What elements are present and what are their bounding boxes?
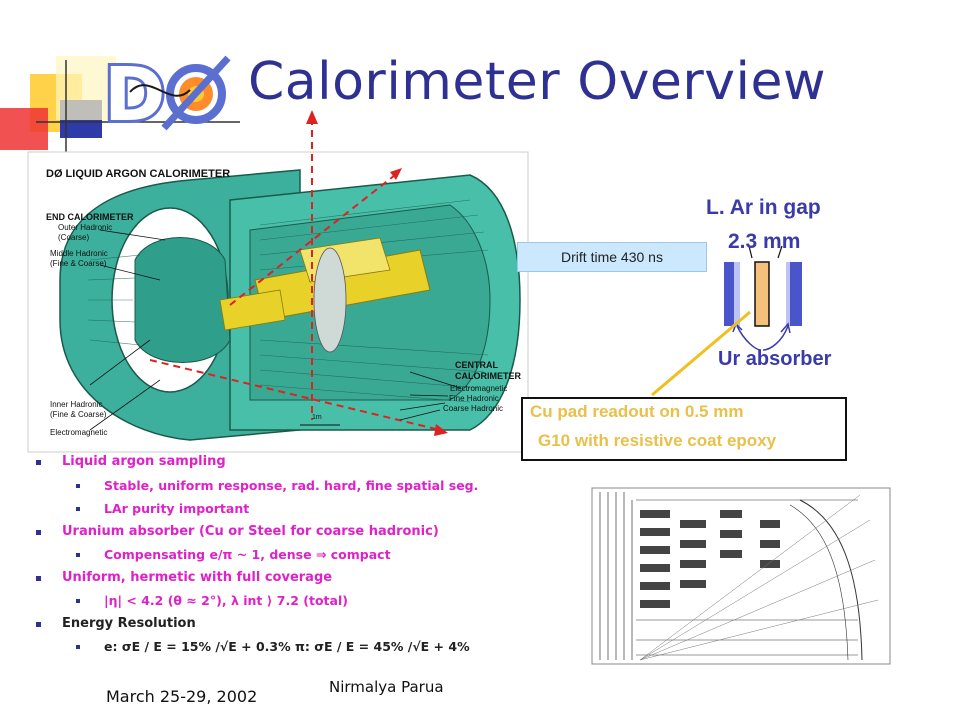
label-cc-fine-hadronic: Fine Hadronic bbox=[449, 394, 499, 403]
label-outer-hadronic: Outer Hadronic (Coarse) bbox=[58, 223, 112, 243]
label-inner-hadronic: Inner Hadronic (Fine & Coarse) bbox=[50, 400, 106, 420]
label-inner-hadronic-sub: (Fine & Coarse) bbox=[50, 410, 107, 419]
lar-gap-label: L. Ar in gap bbox=[706, 196, 821, 219]
calorimeter-illustration bbox=[27, 110, 529, 453]
gap-width-label: 2.3 mm bbox=[728, 230, 801, 253]
bullet-text: |η| < 4.2 (θ ≈ 2°), λ int ⟩ 7.2 (total) bbox=[104, 593, 348, 608]
bullet-marker bbox=[36, 622, 41, 627]
label-middle-hadronic: Middle Hadronic (Fine & Coarse) bbox=[50, 249, 108, 269]
label-calorimeter-text: CALORIMETER bbox=[455, 371, 521, 381]
svg-text:D: D bbox=[104, 52, 165, 138]
drift-time-box: Drift time 430 ns bbox=[517, 242, 707, 272]
label-cc-coarse-hadronic: Coarse Hadronic bbox=[443, 404, 504, 413]
drift-time-text: Drift time 430 ns bbox=[561, 249, 663, 265]
bullet-marker bbox=[76, 484, 80, 488]
bullet-text: Uniform, hermetic with full coverage bbox=[62, 570, 333, 585]
gap-diagram bbox=[651, 245, 802, 397]
absorber-label: Ur absorber bbox=[718, 348, 832, 370]
bullet-marker bbox=[36, 530, 41, 535]
bullet-marker bbox=[76, 507, 80, 511]
cu-pad-line2: G10 with resistive coat epoxy bbox=[538, 431, 777, 450]
label-central-calorimeter: CENTRAL CALORIMETER bbox=[455, 360, 521, 382]
bullet-text: e: σE / E = 15% /√E + 0.3% π: σE / E = 4… bbox=[104, 639, 470, 654]
label-cc-electromagnetic: Electromagnetic bbox=[450, 384, 508, 393]
label-outer-hadronic-sub: (Coarse) bbox=[58, 233, 90, 242]
cu-pad-line1: Cu pad readout on 0.5 mm bbox=[530, 402, 744, 421]
footer-date: March 25-29, 2002 bbox=[106, 687, 258, 706]
label-middle-hadronic-sub: (Fine & Coarse) bbox=[50, 259, 107, 268]
bullet-marker bbox=[36, 460, 41, 465]
label-middle-hadronic-text: Middle Hadronic bbox=[50, 249, 108, 258]
label-electromagnetic-ec: Electromagnetic bbox=[50, 428, 108, 437]
bullet-marker bbox=[76, 645, 80, 649]
cu-pad-box bbox=[521, 397, 847, 461]
label-scale: 1m bbox=[312, 414, 322, 421]
svg-text:D: D bbox=[104, 52, 165, 138]
label-central-text: CENTRAL bbox=[455, 360, 498, 370]
footer-author: Nirmalya Parua bbox=[329, 678, 444, 696]
bullet-text: Stable, uniform response, rad. hard, fin… bbox=[104, 478, 479, 493]
bullet-marker bbox=[76, 599, 80, 603]
bullet-marker bbox=[36, 576, 41, 581]
calorimeter-heading: DØ LIQUID ARGON CALORIMETER bbox=[46, 168, 231, 180]
label-inner-hadronic-text: Inner Hadronic bbox=[50, 400, 103, 409]
label-end-calorimeter: END CALORIMETER bbox=[46, 212, 134, 222]
bullet-marker bbox=[76, 553, 80, 557]
bullet-text: Uranium absorber (Cu or Steel for coarse… bbox=[62, 524, 439, 539]
bullet-text: LAr purity important bbox=[104, 501, 250, 516]
d0-logo: D D bbox=[101, 49, 231, 141]
bullet-text: Compensating e/π ~ 1, dense ⇒ compact bbox=[104, 547, 391, 562]
bullet-text: Energy Resolution bbox=[62, 616, 196, 631]
bullet-text: Liquid argon sampling bbox=[62, 454, 226, 469]
label-outer-hadronic-text: Outer Hadronic bbox=[58, 223, 113, 232]
slide-title: Calorimeter Overview bbox=[248, 52, 827, 112]
detector-cross-section bbox=[591, 487, 891, 665]
